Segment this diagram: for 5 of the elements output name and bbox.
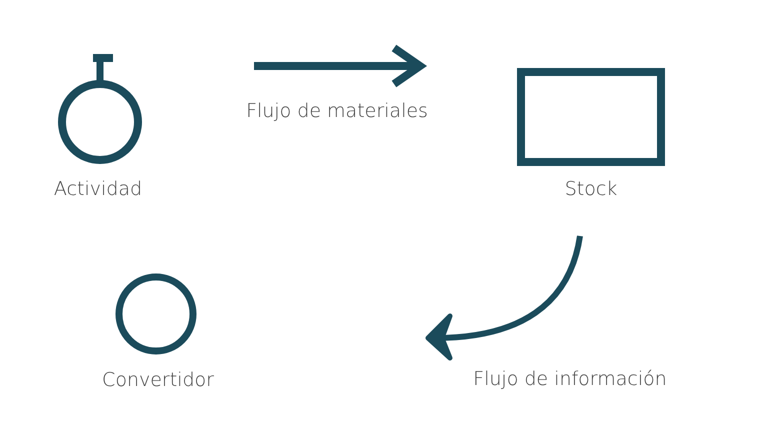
legend-label: Actividad — [54, 178, 142, 200]
legend-label: Flujo de materiales — [246, 100, 428, 122]
legend-label: Flujo de información — [473, 368, 667, 390]
legend-label: Convertidor — [102, 369, 214, 391]
legend-label: Stock — [564, 178, 618, 200]
